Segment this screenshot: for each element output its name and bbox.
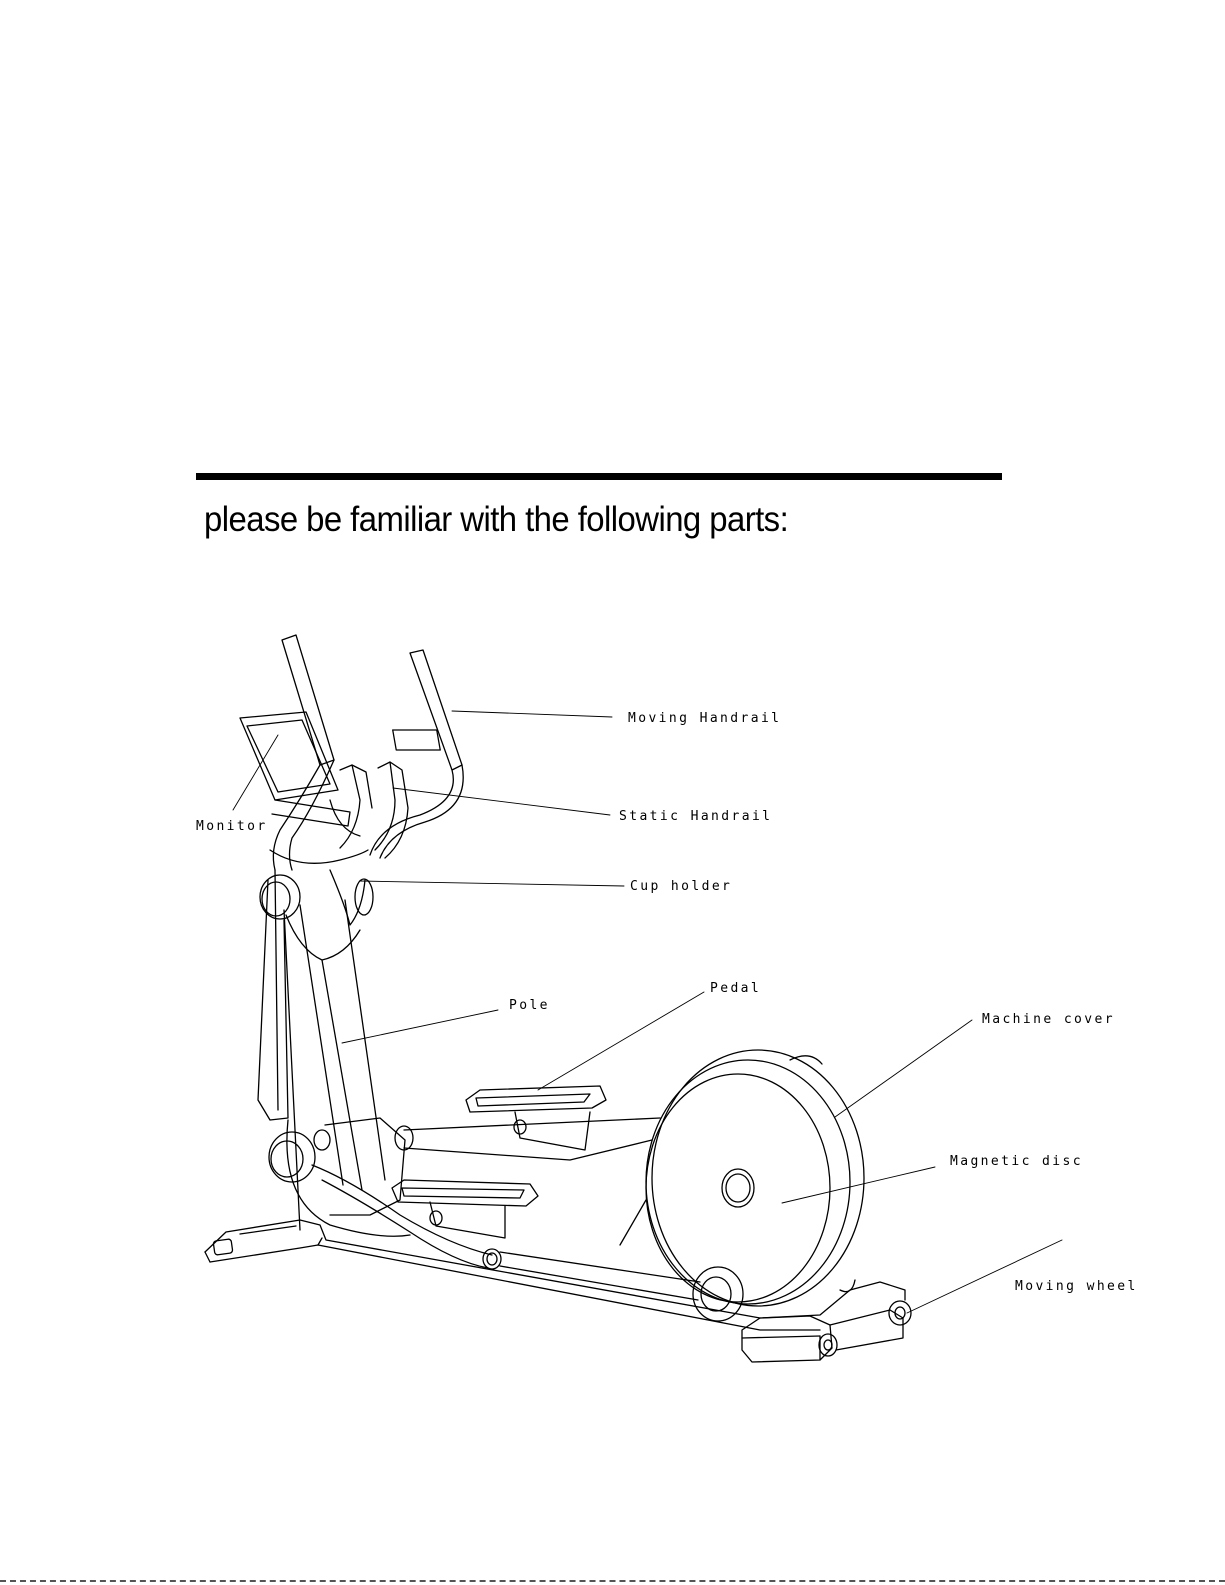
leader-static-handrail (393, 788, 610, 815)
label-machine-cover: Machine cover (982, 1012, 1115, 1027)
label-moving-handrail: Moving Handrail (628, 711, 781, 726)
label-pole: Pole (509, 998, 550, 1013)
leader-moving-wheel (907, 1240, 1062, 1313)
cup-holder (330, 870, 365, 925)
flywheel-housing (646, 1050, 864, 1306)
leader-pedal (538, 992, 704, 1090)
label-cup-holder: Cup holder (630, 879, 732, 894)
label-moving-wheel: Moving wheel (1015, 1279, 1138, 1294)
pivot-joints (260, 875, 743, 1321)
label-static-handrail: Static Handrail (619, 809, 772, 824)
leader-cup-holder (360, 881, 624, 886)
flywheel-hub (722, 1169, 754, 1207)
leader-moving-handrail (452, 711, 612, 717)
label-pedal: Pedal (710, 981, 761, 996)
pedal-right (466, 1086, 606, 1150)
label-monitor: Monitor (196, 819, 268, 834)
monitor-screen (393, 730, 441, 750)
leader-lines (233, 711, 1062, 1313)
machine-cover-outer (652, 1050, 864, 1306)
leader-magnetic-disc (782, 1167, 935, 1203)
pole (284, 900, 410, 1236)
magnetic-disc (646, 1074, 830, 1302)
leader-pole (342, 1010, 498, 1043)
pedal-left (392, 1180, 538, 1238)
label-magnetic-disc: Magnetic disc (950, 1154, 1083, 1169)
static-handrails (340, 762, 408, 858)
page-bottom-edge (0, 1580, 1225, 1582)
leader-machine-cover (835, 1020, 972, 1117)
leader-monitor (233, 735, 278, 810)
